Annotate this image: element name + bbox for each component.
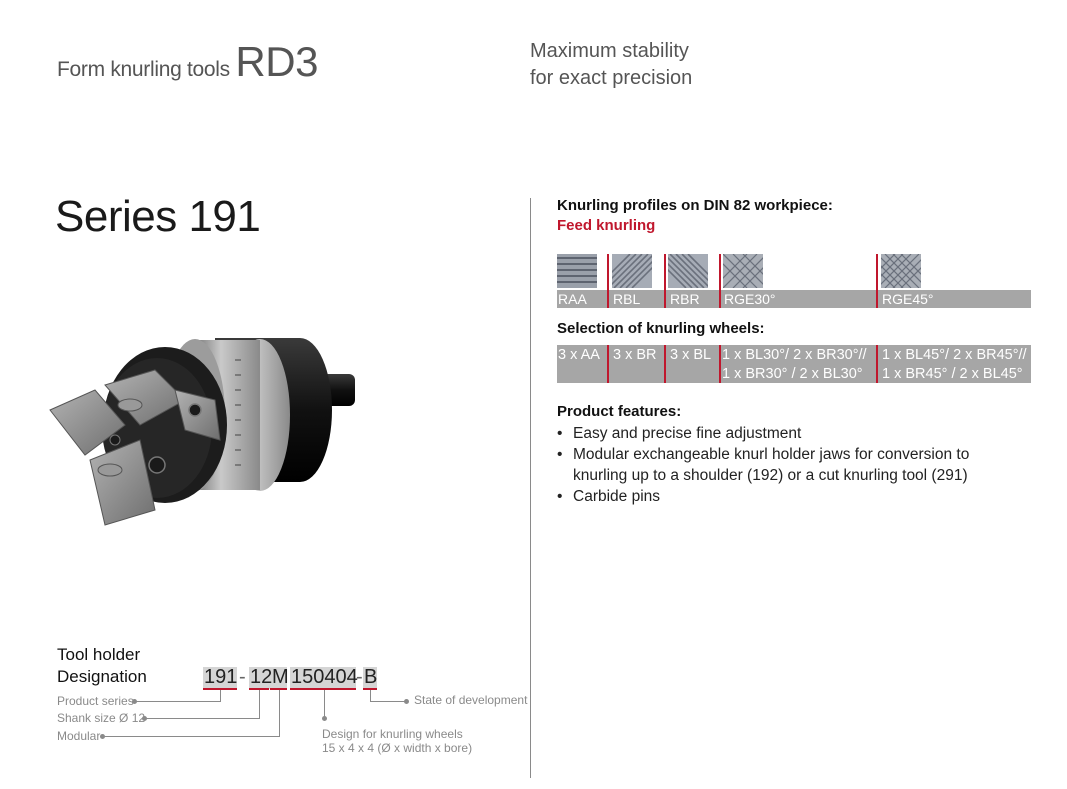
code-underline xyxy=(203,688,237,690)
code-box xyxy=(290,667,356,689)
tagline-line2: for exact precision xyxy=(530,67,693,89)
leader-line xyxy=(279,690,280,737)
profile-raa-swatch xyxy=(557,254,597,288)
features-list: • Easy and precise fine adjustment • Mod… xyxy=(557,423,1027,507)
annotation-wheels-line1: Design for knurling wheels xyxy=(322,727,463,741)
code-series: 191 xyxy=(204,666,238,688)
leader-line xyxy=(259,690,260,719)
annotation-shank: Shank size Ø 12 xyxy=(57,711,146,725)
code-modular: M xyxy=(272,666,289,688)
code-underline xyxy=(249,688,269,690)
leader-line xyxy=(103,736,280,737)
feature-item: • Modular exchangeable knurl holder jaws… xyxy=(557,444,1027,486)
feature-item: • Carbide pins xyxy=(557,486,1027,507)
tool-image xyxy=(49,338,355,526)
feature-text: Carbide pins xyxy=(573,488,661,505)
series-title: Series 191 xyxy=(55,192,261,241)
leader-dot xyxy=(404,699,409,704)
title-small: Form knurling tools xyxy=(57,58,230,81)
leader-dot xyxy=(322,716,327,721)
leader-line xyxy=(145,718,260,719)
annotation-modular: Modular xyxy=(57,729,101,743)
profiles-subtitle: Feed knurling xyxy=(557,217,656,234)
leader-dot xyxy=(132,699,137,704)
code-state: B xyxy=(364,666,378,688)
profile-label: RAA xyxy=(558,291,587,307)
profile-rbr-swatch xyxy=(668,254,708,288)
wheel-cell: 3 x BL xyxy=(670,346,711,365)
profiles-title: Knurling profiles on DIN 82 workpiece: xyxy=(557,197,833,214)
profile-label: RGE45° xyxy=(882,291,934,307)
wheel-cell-line1: 3 x BR xyxy=(613,347,657,363)
code-box xyxy=(203,667,237,689)
annotation-state: State of development xyxy=(414,693,528,707)
bullet-icon: • xyxy=(557,488,563,505)
page-title: Form knurling tools RD3 xyxy=(57,38,318,86)
wheels-bar xyxy=(557,345,1031,383)
wheel-separator xyxy=(664,345,666,383)
code-shank: 12 xyxy=(250,666,273,688)
wheel-cell: 3 x AA xyxy=(558,346,600,365)
tagline: Maximum stability for exact precision xyxy=(530,38,692,92)
annotation-series: Product series xyxy=(57,694,134,708)
wheel-cell-line1: 1 x BL30°/ 2 x BR30°// xyxy=(722,347,867,363)
profile-label: RBR xyxy=(670,291,700,307)
designation-label: Tool holder Designation xyxy=(57,644,147,688)
profile-separator xyxy=(607,254,609,308)
profile-rbl-swatch xyxy=(612,254,652,288)
wheel-cell: 1 x BL30°/ 2 x BR30°// 1 x BR30° / 2 x B… xyxy=(722,346,867,384)
column-divider xyxy=(530,198,531,778)
bullet-icon: • xyxy=(557,446,563,463)
wheel-cell: 1 x BL45°/ 2 x BR45°// 1 x BR45° / 2 x B… xyxy=(882,346,1027,384)
code-underline xyxy=(290,688,356,690)
leader-line xyxy=(370,690,371,702)
wheel-cell-line2: 1 x BR45° / 2 x BL45° xyxy=(882,366,1023,382)
wheel-separator xyxy=(876,345,878,383)
code-underline xyxy=(363,688,377,690)
wheels-title: Selection of knurling wheels: xyxy=(557,320,765,337)
feature-text: Easy and precise fine adjustment xyxy=(573,425,802,442)
wheel-cell-line1: 3 x AA xyxy=(558,347,600,363)
code-separator: - xyxy=(356,666,363,688)
leader-line xyxy=(324,690,325,718)
leader-line xyxy=(370,701,407,702)
wheel-separator xyxy=(607,345,609,383)
tagline-line1: Maximum stability xyxy=(530,40,689,62)
profile-label: RBL xyxy=(613,291,641,307)
wheel-cell-line1: 1 x BL45°/ 2 x BR45°// xyxy=(882,347,1027,363)
profile-separator xyxy=(664,254,666,308)
profile-separator xyxy=(876,254,878,308)
leader-dot xyxy=(142,716,147,721)
profile-separator xyxy=(719,254,721,308)
wheel-cell: 3 x BR xyxy=(613,346,657,365)
feature-item: • Easy and precise fine adjustment xyxy=(557,423,1027,444)
code-box xyxy=(249,667,287,689)
leader-line xyxy=(135,701,221,702)
profile-label: RGE30° xyxy=(724,291,776,307)
title-big: RD3 xyxy=(235,38,318,85)
code-underline xyxy=(270,688,287,690)
annotation-wheels-line2: 15 x 4 x 4 (Ø x width x bore) xyxy=(322,741,473,755)
wheel-cell-line1: 3 x BL xyxy=(670,347,712,363)
profile-rge30-swatch xyxy=(723,254,763,288)
code-box xyxy=(363,667,377,689)
wheel-cell-line2: 1 x BR30° / 2 x BL30° xyxy=(722,366,863,382)
feature-text: Modular exchangeable knurl holder jaws f… xyxy=(573,446,970,484)
designation-label-line1: Tool holder xyxy=(57,645,141,664)
designation-label-line2: Designation xyxy=(57,667,147,686)
profiles-bar xyxy=(557,290,1031,308)
code-separator: - xyxy=(239,666,246,688)
wheel-separator xyxy=(719,345,721,383)
leader-line xyxy=(220,690,221,702)
features-title: Product features: xyxy=(557,403,682,420)
bullet-icon: • xyxy=(557,425,563,442)
profile-rge45-swatch xyxy=(881,254,921,288)
code-wheels: 150404 xyxy=(291,666,358,688)
leader-dot xyxy=(100,734,105,739)
